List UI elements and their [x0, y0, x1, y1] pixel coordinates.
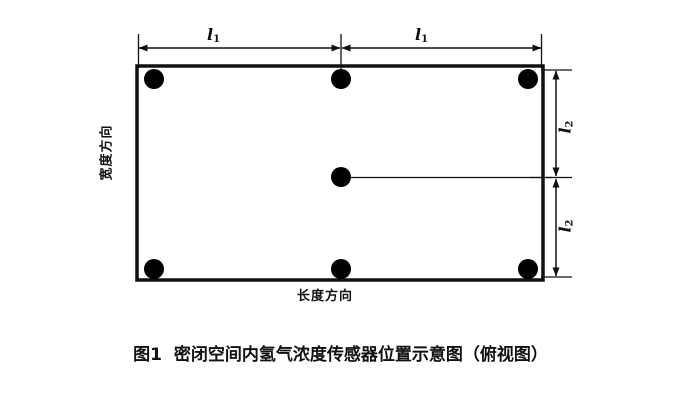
dimension-label-l2-bottom-subscript: 2 [564, 219, 576, 227]
sensor-marker-bottom-center [331, 259, 351, 279]
sensor-marker-top-right [518, 69, 538, 89]
dimension-label-l2-bottom: l2 [555, 219, 576, 233]
figure-caption: 图1 密闭空间内氢气浓度传感器位置示意图（俯视图） [0, 345, 681, 365]
dimension-label-l1-left-symbol: l [207, 25, 214, 44]
sensor-marker-bottom-left [144, 259, 164, 279]
dimension-label-l1-right-subscript: 1 [421, 34, 429, 45]
dimension-label-l2-top-subscript: 2 [564, 120, 576, 128]
sensor-marker-top-center [331, 69, 351, 89]
sensor-marker-center [331, 167, 351, 187]
dimension-label-l1-right-symbol: l [415, 25, 422, 44]
figure-caption-text: 密闭空间内氢气浓度传感器位置示意图（俯视图） [173, 345, 548, 365]
figure-caption-number: 图1 [133, 345, 162, 365]
dimension-label-l1-right: l1 [415, 27, 428, 45]
dimension-label-l1-left: l1 [207, 27, 220, 45]
sensor-marker-bottom-right [518, 259, 538, 279]
axis-label-width-direction: 宽度方向 [99, 124, 115, 181]
dimension-label-l1-left-subscript: 1 [213, 34, 221, 45]
dimension-label-l2-top-symbol: l [555, 127, 575, 134]
axis-label-length-direction: 长度方向 [297, 289, 354, 304]
sensor-marker-top-left [144, 69, 164, 89]
dimension-label-l2-bottom-symbol: l [555, 226, 575, 233]
dimension-label-l2-top: l2 [555, 120, 576, 134]
